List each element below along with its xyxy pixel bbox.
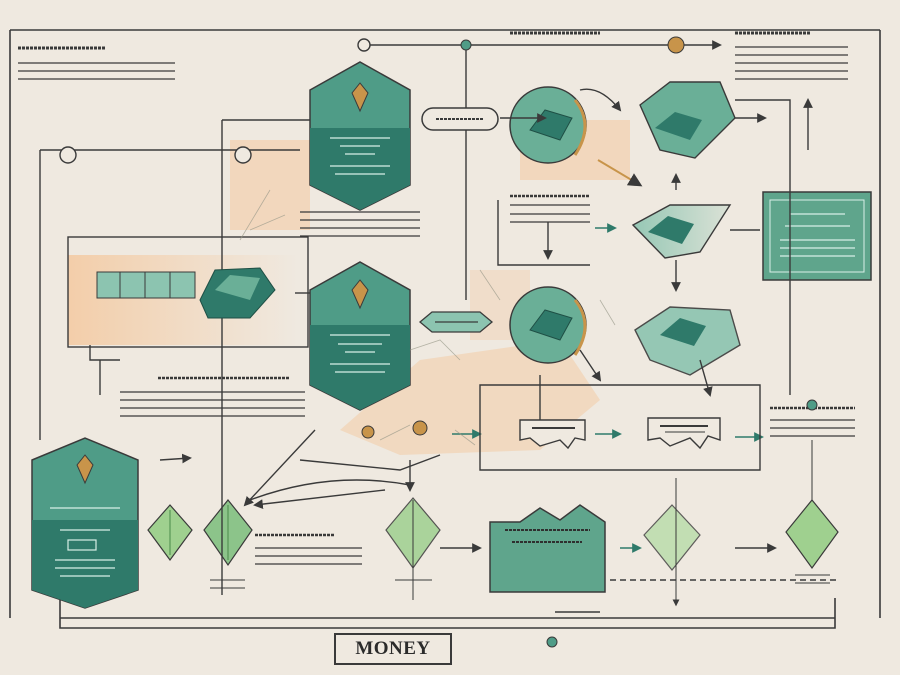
- cash-stack-icon: [529, 309, 573, 341]
- money-diamond-low: [634, 306, 741, 376]
- banner-tag-left: [519, 419, 586, 450]
- shield-node-top: [309, 61, 411, 211]
- leaf-diamond-2: [203, 499, 253, 589]
- wheat-icon: [351, 279, 369, 310]
- top-nodes: [59, 36, 685, 164]
- coin-icon: [412, 420, 428, 436]
- text-lines: [120, 194, 855, 565]
- coin-icon: [234, 146, 252, 164]
- cash-stack-icon: [655, 112, 702, 140]
- banner-tag-right: [647, 417, 721, 450]
- node-dot: [546, 636, 558, 648]
- wheat-icon: [76, 454, 94, 485]
- money-circle-middle: [509, 286, 587, 364]
- node-dot: [806, 399, 818, 411]
- shield-node-left: [31, 437, 139, 609]
- coin-markers: [361, 399, 818, 648]
- money-circle-top: [509, 86, 587, 164]
- coin-icon: [59, 146, 77, 164]
- node-dot: [357, 38, 371, 52]
- outer-frame: [9, 29, 881, 629]
- coin-icon: [361, 425, 375, 439]
- node-dot: [460, 39, 472, 51]
- info-card-center: [489, 504, 606, 593]
- coin-icon: [667, 36, 685, 54]
- header-text-right: [735, 31, 848, 80]
- leaf-diamond-1: [147, 504, 193, 562]
- flow-arrows: [89, 88, 840, 613]
- pill-node: [421, 107, 499, 131]
- wheat-icon: [351, 82, 369, 113]
- leaf-diamond-4: [643, 478, 701, 607]
- info-card-right: [762, 191, 872, 281]
- ledger-panel-left: [67, 236, 309, 348]
- money-diamond-mid: [631, 204, 732, 259]
- small-tag: [418, 311, 494, 333]
- cash-stack-icon: [648, 216, 694, 244]
- money-diamond-top: [639, 81, 736, 159]
- shield-node-middle: [309, 261, 411, 411]
- sketch-strokes: [239, 189, 616, 446]
- money-label: MONEY: [334, 633, 452, 665]
- header-text-left: [18, 46, 175, 80]
- leaf-diamond-3: [385, 497, 441, 600]
- cash-stack-icon: [660, 318, 706, 346]
- leaf-diamond-5: [785, 440, 839, 584]
